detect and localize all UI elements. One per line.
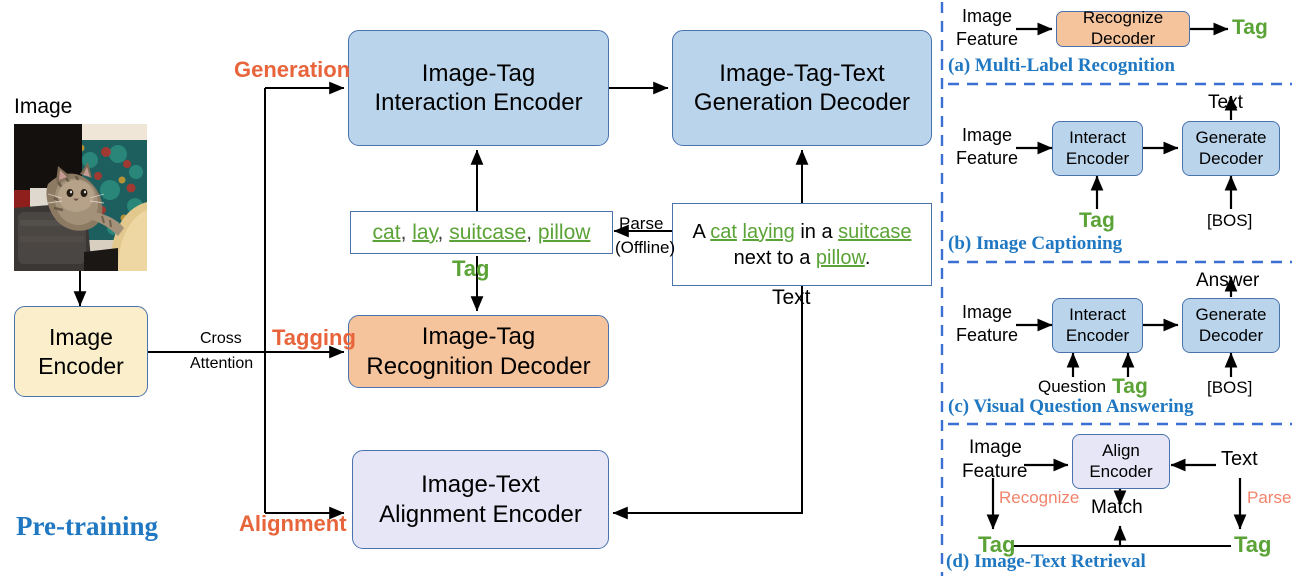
generation-decoder-line1: Image-Tag-Text <box>719 59 885 87</box>
panel-d-match-label: Match <box>1091 497 1143 518</box>
box-interaction-encoder[interactable]: Image-Tag Interaction Encoder <box>348 30 609 146</box>
image-label: Image <box>14 95 73 118</box>
panel-a-input-line2: Feature <box>956 29 1019 49</box>
panel-d-right-tag: Tag <box>1234 532 1272 557</box>
panel-c-caption: (c) Visual Question Answering <box>948 396 1194 417</box>
label-tagging: Tagging <box>272 325 356 350</box>
box-generation-decoder[interactable]: Image-Tag-Text Generation Decoder <box>672 30 932 146</box>
tag-box-caption: Tag <box>452 256 490 281</box>
label-generation: Generation <box>234 57 351 82</box>
box-image-encoder[interactable]: Image Encoder <box>14 306 148 397</box>
tag-word-cat: cat <box>372 220 401 244</box>
panel-c-tag-input: Tag <box>1112 375 1148 398</box>
input-photo <box>14 124 147 271</box>
panel-d-box-line1: Align <box>1102 440 1140 460</box>
alignment-encoder-line2: Alignment Encoder <box>379 500 582 528</box>
text-box-caption: Text <box>772 286 811 309</box>
panel-b-input-line2: Feature <box>956 148 1019 168</box>
panel-d-align-encoder[interactable]: Align Encoder <box>1072 434 1170 489</box>
label-attention: Attention <box>190 355 254 372</box>
label-cross: Cross <box>200 330 242 347</box>
panel-c-box1-line2: Encoder <box>1065 325 1130 345</box>
panel-b-output-text: Text <box>1208 92 1243 113</box>
panel-c-generate-decoder[interactable]: Generate Decoder <box>1182 298 1280 353</box>
box-alignment-encoder[interactable]: Image-Text Alignment Encoder <box>352 450 609 549</box>
panel-b-input-line1: Image <box>962 125 1013 145</box>
panel-a-recognize-decoder[interactable]: Recognize Decoder <box>1056 8 1190 48</box>
panel-b-tag-input: Tag <box>1079 209 1115 232</box>
panel-c-box2-line2: Decoder <box>1198 325 1264 345</box>
panel-b-generate-decoder[interactable]: Generate Decoder <box>1182 121 1280 176</box>
panel-a-caption: (a) Multi-Label Recognition <box>948 55 1175 76</box>
tag-word-suitcase: suitcase <box>449 220 527 244</box>
panel-c-output-answer: Answer <box>1196 270 1260 291</box>
panel-d-text-input: Text <box>1221 448 1258 470</box>
label-parse-offline: (Offline) <box>615 238 676 257</box>
recognition-decoder-line2: Recognition Decoder <box>366 352 591 380</box>
panel-a-box-label: Recognize Decoder <box>1082 8 1164 48</box>
panel-c-box2-line1: Generate <box>1195 304 1267 324</box>
panel-a-output-tag: Tag <box>1232 16 1268 39</box>
image-encoder-line2: Encoder <box>38 352 124 379</box>
tag-box[interactable]: cat, lay, suitcase, pillow <box>350 211 613 254</box>
recognition-decoder-line1: Image-Tag <box>421 323 536 351</box>
panel-d-left-tag: Tag <box>978 532 1016 557</box>
generation-decoder-line2: Generation Decoder <box>693 89 911 116</box>
panel-c-bos-input: [BOS] <box>1207 378 1253 397</box>
interaction-encoder-line1: Image-Tag <box>421 59 536 87</box>
tag-word-lay: lay <box>412 220 438 244</box>
section-label-pretraining: Pre-training <box>16 511 158 541</box>
interaction-encoder-line2: Interaction Encoder <box>374 89 583 116</box>
panel-b-interact-encoder[interactable]: Interact Encoder <box>1052 121 1143 176</box>
panel-c-box1-line1: Interact <box>1069 304 1126 324</box>
text-box-line2: next to a pillow. <box>733 246 871 269</box>
tag-box-words: cat, lay, suitcase, pillow <box>372 220 591 244</box>
box-recognition-decoder[interactable]: Image-Tag Recognition Decoder <box>348 315 609 388</box>
panel-b-box2-line1: Generate <box>1195 127 1267 147</box>
panel-b-bos-input: [BOS] <box>1207 211 1253 230</box>
panel-b-box1-line2: Encoder <box>1065 148 1130 168</box>
tag-word-pillow: pillow <box>537 220 591 244</box>
alignment-encoder-line1: Image-Text <box>421 471 540 499</box>
panel-b-caption: (b) Image Captioning <box>948 233 1123 254</box>
panel-d-box-line2: Encoder <box>1089 461 1153 481</box>
text-box-line1: A cat laying in a suitcase <box>692 220 912 243</box>
panel-c-input-line1: Image <box>962 302 1013 322</box>
panel-b-box2-line2: Decoder <box>1198 148 1264 168</box>
panel-d-input-line1: Image <box>969 437 1022 458</box>
panel-c-input-line2: Feature <box>956 325 1019 345</box>
panel-b-box1-line1: Interact <box>1069 127 1126 147</box>
panel-a-input-line1: Image <box>962 6 1013 26</box>
label-alignment: Alignment <box>239 511 347 536</box>
panel-d-input-line2: Feature <box>962 461 1028 482</box>
image-encoder-line1: Image <box>49 324 113 351</box>
panel-d-parse-label: Parse <box>1247 488 1292 507</box>
panel-c-interact-encoder[interactable]: Interact Encoder <box>1052 298 1143 353</box>
panel-d-recognize-label: Recognize <box>999 488 1080 507</box>
label-parse: Parse <box>619 214 664 233</box>
panel-c-question-input: Question <box>1038 377 1107 396</box>
text-box[interactable]: A cat laying in a suitcase next to a pil… <box>672 203 932 286</box>
panel-d-caption: (d) Image-Text Retrieval <box>946 551 1146 572</box>
